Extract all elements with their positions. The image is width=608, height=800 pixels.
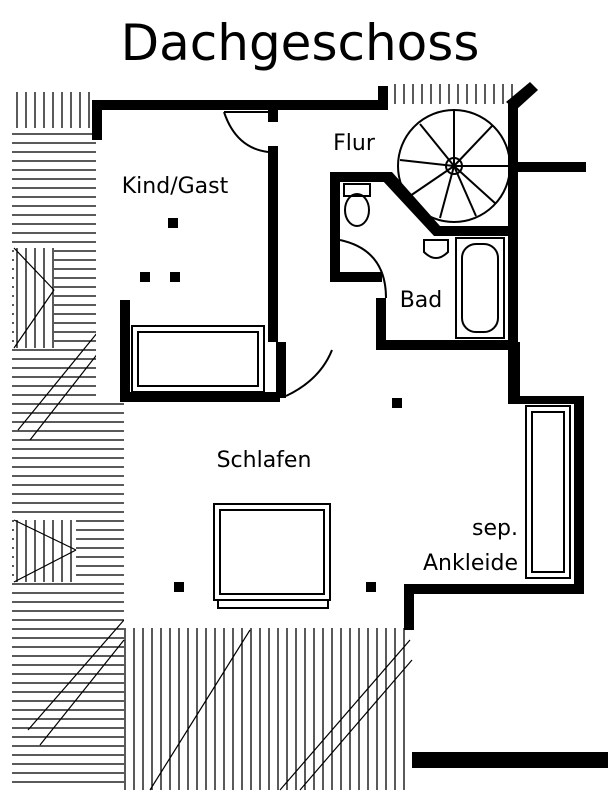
room-label-kind-gast: Kind/Gast [122,174,229,199]
rooms-floor [96,104,520,628]
plan-title: Dachgeschoss [121,14,480,72]
room-label-bad: Bad [400,288,443,313]
room-label-ankleide-line2: Ankleide [423,551,518,576]
roof-hatching-top [392,84,520,104]
fixtures [131,109,571,609]
room-label-ankleide-line1: sep. [472,516,518,541]
ceiling-markers [140,218,402,592]
walls [92,82,608,768]
room-label-flur: Flur [333,131,376,156]
room-label-schlafen: Schlafen [217,448,312,473]
roof-hatching-bottom [124,628,413,791]
